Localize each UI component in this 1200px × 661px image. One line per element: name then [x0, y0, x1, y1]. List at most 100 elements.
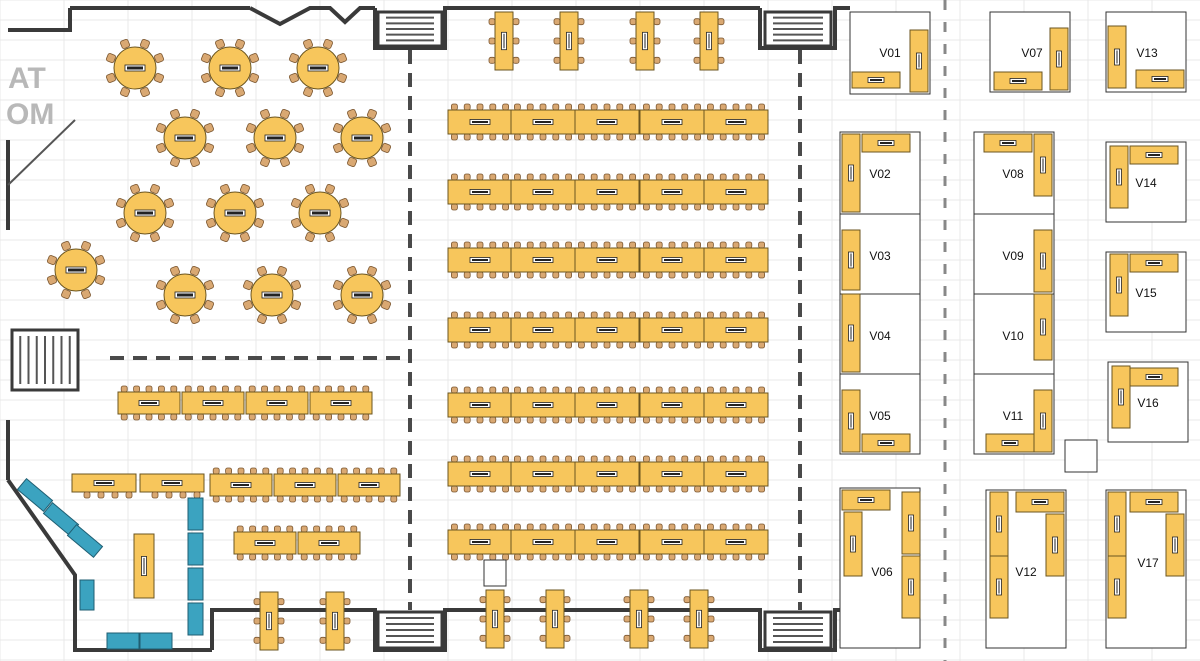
chair	[539, 553, 547, 561]
chair	[479, 634, 487, 642]
chair	[236, 525, 244, 533]
laptop-screen	[998, 517, 1000, 531]
chair	[552, 103, 560, 111]
chair	[590, 271, 598, 279]
chair	[381, 280, 392, 291]
laptop-screen	[535, 541, 551, 543]
chair	[298, 413, 306, 421]
chair	[655, 203, 663, 211]
laptop-screen	[1148, 262, 1160, 264]
chair	[343, 617, 351, 625]
chair	[514, 203, 521, 211]
chair	[552, 523, 560, 531]
laptop-screen	[535, 191, 551, 193]
chair	[204, 142, 215, 153]
chair	[578, 485, 585, 493]
chair	[502, 523, 510, 531]
chair	[553, 56, 561, 64]
chair	[476, 103, 484, 111]
chair	[732, 341, 740, 349]
chair	[285, 385, 293, 393]
chair	[83, 491, 91, 499]
chair	[262, 467, 270, 475]
chair	[707, 634, 715, 642]
rect-table	[574, 523, 640, 561]
chair	[732, 553, 740, 561]
chair	[189, 265, 200, 276]
rect-table-vertical	[253, 591, 285, 651]
chair	[616, 386, 624, 394]
chair	[629, 341, 636, 349]
chair	[337, 53, 348, 64]
laptop-screen	[361, 484, 377, 486]
chair	[245, 123, 256, 134]
laptop-screen	[664, 259, 680, 261]
laptop-screen	[472, 191, 488, 193]
chair	[758, 103, 765, 111]
chair	[719, 271, 727, 279]
chair	[707, 241, 714, 249]
booth-v16: V16	[1107, 361, 1189, 443]
chair	[643, 103, 650, 111]
booth-label: V12	[1015, 565, 1037, 579]
chair	[616, 203, 624, 211]
chair	[565, 553, 572, 561]
chair	[655, 133, 663, 141]
laptop-screen	[1012, 80, 1024, 82]
chair	[289, 467, 297, 475]
rect-table	[447, 103, 513, 141]
chair	[629, 241, 636, 249]
chair	[563, 596, 571, 604]
chair	[629, 173, 636, 181]
chair	[578, 241, 585, 249]
laptop-screen	[599, 259, 615, 261]
chair	[655, 485, 663, 493]
chair	[681, 386, 689, 394]
chair	[502, 203, 510, 211]
chair	[366, 314, 377, 325]
chair	[463, 455, 471, 463]
chair	[288, 53, 299, 64]
round-table	[155, 108, 215, 168]
round-table	[332, 108, 392, 168]
booth-label: V02	[869, 167, 891, 181]
laptop-screen	[1002, 142, 1014, 144]
chair	[512, 56, 520, 64]
chair	[668, 416, 676, 424]
chair	[242, 280, 253, 291]
rect-table	[447, 455, 513, 493]
rect-table-vertical	[683, 589, 715, 649]
chair	[189, 108, 200, 119]
chair	[476, 416, 484, 424]
laptop-screen	[164, 482, 180, 484]
chair	[339, 198, 350, 209]
chair	[204, 299, 215, 310]
chair	[732, 133, 740, 141]
chair	[616, 455, 624, 463]
laptop-screen	[1042, 158, 1044, 172]
laptop-screen	[227, 211, 243, 215]
chair	[239, 232, 250, 243]
chair	[539, 203, 547, 211]
booth-v10: V10	[973, 293, 1055, 375]
chair	[577, 37, 585, 45]
laptop-screen	[1120, 390, 1122, 404]
chair	[616, 485, 624, 493]
booth-v15: V15	[1105, 251, 1187, 333]
chair	[732, 271, 740, 279]
chair	[463, 523, 471, 531]
chair	[578, 553, 585, 561]
chair	[305, 232, 316, 243]
chair	[643, 485, 650, 493]
chair	[539, 455, 547, 463]
chair	[514, 455, 521, 463]
chair	[294, 123, 305, 134]
chair	[347, 314, 358, 325]
chair	[290, 217, 301, 228]
chair	[97, 491, 105, 499]
chair	[603, 271, 611, 279]
chair	[694, 103, 701, 111]
laptop-screen	[554, 611, 556, 627]
chair	[745, 241, 753, 249]
chair	[237, 467, 245, 475]
